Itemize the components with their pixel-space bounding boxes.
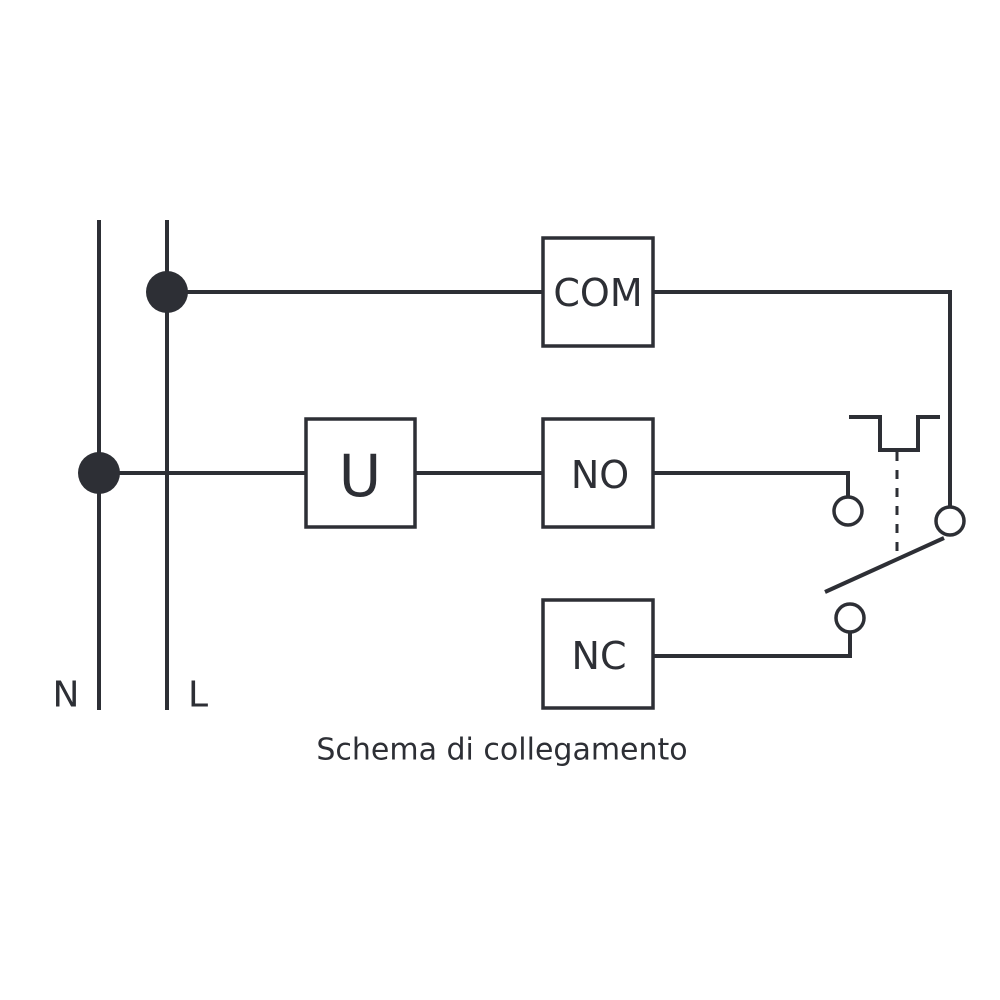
load-box: U xyxy=(304,417,417,529)
no-terminal xyxy=(832,495,864,527)
com-box: COM xyxy=(541,236,655,348)
com-to-switch-wire xyxy=(653,290,952,507)
neutral-label: N xyxy=(53,675,80,716)
switch-blade xyxy=(824,536,945,594)
diagram-caption: Schema di collegamento xyxy=(316,733,687,768)
no-box: NO xyxy=(541,417,655,529)
neutral-junction-dot xyxy=(78,452,120,494)
nc-terminal xyxy=(834,602,866,634)
load-label: U xyxy=(339,442,381,510)
no-to-terminal-wire xyxy=(653,471,850,497)
line-label: L xyxy=(188,675,208,716)
no-label: NO xyxy=(571,453,629,497)
line-junction-dot xyxy=(146,271,188,313)
com-label: COM xyxy=(553,271,642,315)
nc-label: NC xyxy=(572,634,627,678)
nc-box: NC xyxy=(541,598,655,710)
nc-to-terminal-wire xyxy=(653,632,852,658)
common-terminal xyxy=(934,505,966,537)
actuator-symbol xyxy=(849,415,940,452)
